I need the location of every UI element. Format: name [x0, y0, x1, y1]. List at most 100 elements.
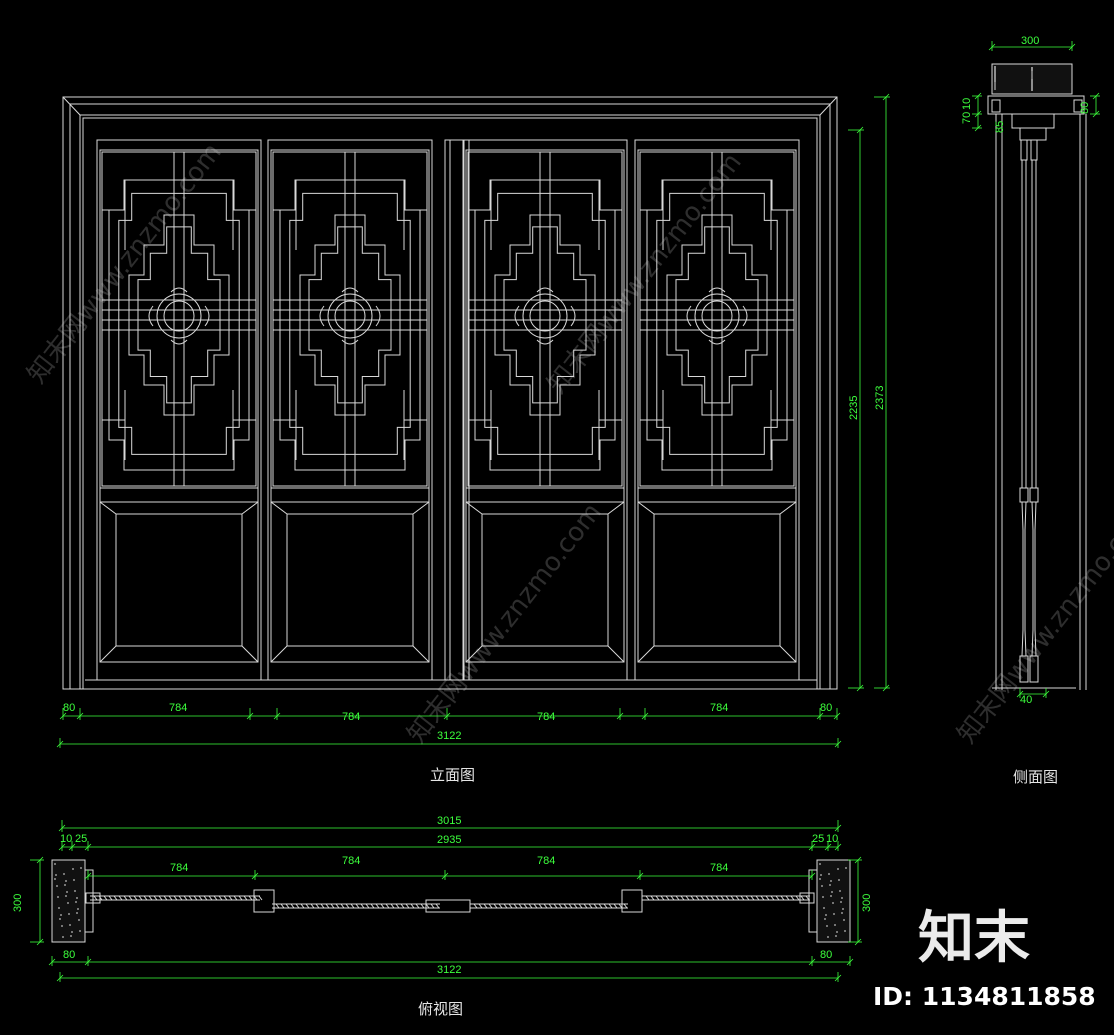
dim-label: 85: [994, 121, 1006, 133]
raised-panel: [481, 513, 609, 647]
leaf-hatch: [223, 895, 228, 901]
leaf-hatch: [568, 903, 573, 909]
leaf-head: [1020, 139, 1028, 161]
leaf-hatch: [710, 895, 715, 901]
track-section: [1011, 113, 1055, 129]
jamb-casing: [808, 869, 818, 933]
leaf-hatch: [528, 903, 533, 909]
side-dimension-labels: 300 70 10 85 80 40: [961, 35, 1091, 706]
dim-label: 40: [1020, 694, 1032, 706]
dim-label: 300: [1021, 35, 1039, 47]
leaf-hatch: [800, 895, 805, 901]
leaf-hatch: [725, 895, 730, 901]
hatch-dot: [823, 907, 825, 909]
dim-label: 784: [537, 855, 555, 867]
dimension-tick: [58, 824, 66, 832]
dimension-tick: [1016, 690, 1024, 698]
hatch-dot: [1031, 77, 1033, 79]
watermark-text: 知末网www.znzmo.com: [22, 138, 228, 390]
leaf-hatch: [735, 895, 740, 901]
dim-label: 3015: [437, 815, 461, 827]
leaf-hatch: [213, 895, 218, 901]
hatch-dot: [1031, 85, 1033, 87]
middle-rail: [465, 487, 625, 503]
hatch-dot: [827, 936, 829, 938]
leaf-panel-profile: [1031, 501, 1034, 657]
dimension-tick: [854, 938, 862, 946]
leaf-hatch: [680, 895, 685, 901]
lower-panel-frame: [270, 501, 430, 663]
hatch-dot: [819, 863, 821, 865]
leaf-hatch: [355, 903, 360, 909]
dimension-tick: [59, 712, 67, 720]
leaf-stile-outline: [462, 139, 628, 681]
panel-bevel: [607, 501, 625, 515]
hatch-dot: [55, 874, 57, 876]
leaf-hatch: [790, 895, 795, 901]
hatch-dot: [60, 914, 62, 916]
leaf-hatch: [775, 895, 780, 901]
panel-bevel: [241, 645, 259, 663]
lattice-outer-ring-inner: [289, 192, 411, 455]
dimension-tick: [48, 958, 56, 966]
hatch-dot: [56, 885, 58, 887]
hatch-dot: [841, 897, 843, 899]
lattice-medallion-inner: [163, 300, 195, 332]
leaf-end-block: [799, 892, 815, 904]
leaf-hatch: [228, 895, 233, 901]
leaf-hatch: [795, 895, 800, 901]
elevation-dimension-labels: 80 784 784 784 784 80 3122 2235 2373: [63, 386, 886, 742]
leaf-hatch: [320, 903, 325, 909]
middle-rail: [99, 487, 259, 503]
plan-leaf-4: [642, 895, 810, 901]
leaf-hatch: [770, 895, 775, 901]
dimension-tick: [273, 712, 281, 720]
leaf-hatch: [295, 903, 300, 909]
side-leaf-profile-2: [1029, 139, 1039, 683]
hatch-dot: [64, 884, 66, 886]
leaf-hatch: [660, 895, 665, 901]
dimension-tick: [834, 974, 842, 982]
leaf-hatch: [623, 903, 628, 909]
frame-miter-line: [819, 96, 838, 116]
leaf-hatch: [435, 903, 440, 909]
leaf-bottom-rail: [1019, 655, 1029, 683]
hatch-dot: [994, 82, 996, 84]
panel-bevel: [607, 645, 625, 663]
dim-label: 2935: [437, 834, 461, 846]
leaf-hatch: [420, 903, 425, 909]
hatch-dot: [994, 74, 996, 76]
hatch-dot: [820, 874, 822, 876]
head-frame-detail: [1073, 99, 1083, 113]
central-mullion: [444, 139, 470, 681]
hatch-dot: [839, 890, 841, 892]
dimension-tick: [974, 110, 982, 118]
plan-leaf-3: [470, 903, 628, 909]
leaf-hatch: [583, 903, 588, 909]
wall-section: [816, 859, 851, 943]
plan-leaf-2: [272, 903, 440, 909]
leaf-hatch: [675, 895, 680, 901]
lattice-frame-inner: [272, 151, 428, 487]
hatch-dot: [1031, 75, 1033, 77]
hatch-dot: [77, 908, 79, 910]
leaf-hatch: [305, 903, 310, 909]
leaf-hatch: [285, 903, 290, 909]
leaf-hatch: [345, 903, 350, 909]
leaf-hatch: [93, 895, 98, 901]
hatch-dot: [821, 885, 823, 887]
hatch-dot: [62, 936, 64, 938]
leaf-hatch: [238, 895, 243, 901]
dimension-tick: [84, 843, 92, 851]
leaf-hatch: [335, 903, 340, 909]
hatch-dot: [1031, 67, 1033, 69]
dimension-tick: [443, 712, 451, 720]
leaf-hatch: [218, 895, 223, 901]
dim-label: 10: [60, 833, 72, 845]
leaf-hatch: [275, 903, 280, 909]
leaf-hatch: [730, 895, 735, 901]
dim-label: 10: [961, 98, 973, 110]
dimension-tick: [84, 872, 92, 880]
hatch-dot: [74, 890, 76, 892]
dimension-tick: [856, 126, 864, 134]
